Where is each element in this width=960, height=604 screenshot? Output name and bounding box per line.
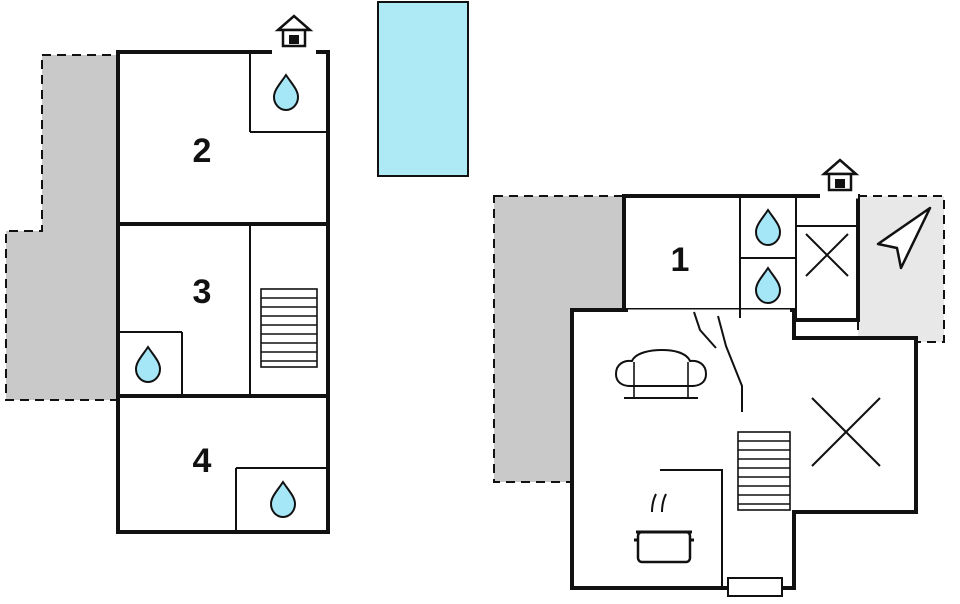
room-number-2: 2: [193, 132, 212, 170]
right-entry-wall: [693, 311, 717, 349]
right-stairs: [737, 431, 791, 511]
room-number-4: 4: [193, 442, 212, 480]
left-stairs: [260, 288, 318, 368]
left-building-group: 2 3 4: [5, 14, 330, 534]
cross-room-right-icon: [811, 397, 881, 467]
closet-cross-upper-icon: [805, 233, 849, 277]
room-number-3: 3: [193, 273, 212, 311]
swimming-pool: [377, 1, 469, 177]
entry-step-bottom: [727, 577, 783, 597]
right-building-group: 1: [493, 158, 945, 597]
direction-arrow-icon: [876, 206, 932, 270]
room-number-1: 1: [671, 241, 690, 279]
stove-pot-icon: [634, 493, 694, 564]
right-stair-rail: [717, 315, 743, 412]
kitchen-partition: [660, 469, 723, 588]
left-terrace: [5, 54, 119, 401]
entrance-door-icon: [276, 14, 312, 48]
entrance-door-icon: [822, 158, 858, 192]
sofa-icon: [614, 348, 708, 399]
